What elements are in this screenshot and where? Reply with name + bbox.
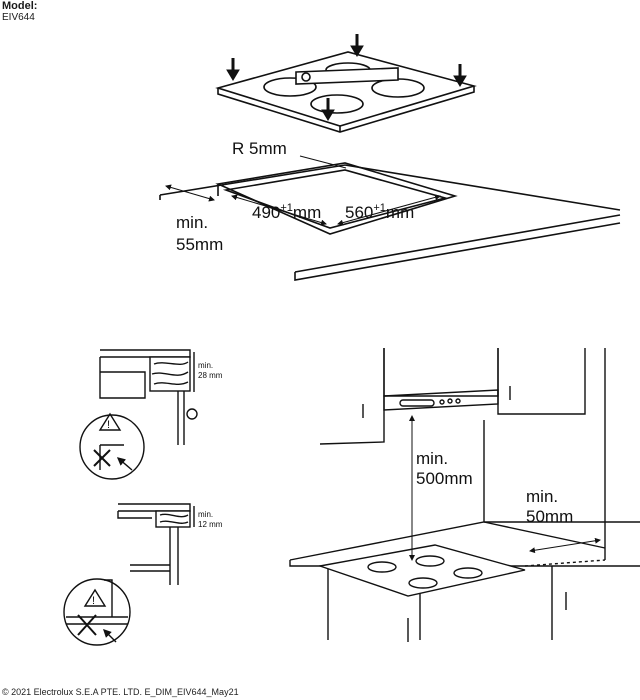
detail2-min-value: 12 mm (198, 520, 223, 529)
cutout-depth-tolerance: +1 (373, 202, 386, 214)
detail1-min-value: 28 mm (198, 371, 223, 380)
edge-min-value: 55mm (176, 235, 223, 254)
warning-circle-1: ! (79, 412, 145, 480)
wall-min-label: min. (526, 487, 558, 506)
svg-text:!: ! (107, 419, 110, 431)
side-detail-drawer (99, 349, 198, 445)
hood-min-value: 500mm (416, 469, 473, 488)
radius-label: R 5mm (232, 139, 287, 158)
hob-top-view (215, 51, 477, 133)
cutout-depth-value: 560 (345, 203, 373, 222)
side-detail-panel (117, 503, 195, 585)
model-value: EIV644 (2, 12, 35, 23)
cutout-width-tolerance: +1 (280, 202, 293, 214)
svg-text:560+1mm: 560+1mm (345, 202, 414, 222)
copyright-footer: © 2021 Electrolux S.E.A PTE. LTD. E_DIM_… (2, 687, 239, 697)
press-arrows (226, 34, 467, 121)
hood-min-label: min. (416, 449, 448, 468)
detail1-min-label: min. (198, 361, 213, 370)
wall-min-value: 50mm (526, 507, 573, 526)
kitchen-scene (289, 348, 640, 642)
detail2-min-label: min. (198, 510, 213, 519)
edge-min-label: min. (176, 213, 208, 232)
kitchen-dimension-lines (409, 415, 601, 561)
cutout-width-unit: mm (293, 203, 321, 222)
model-label: Model: (2, 0, 38, 12)
cutout-width-value: 490 (252, 203, 280, 222)
warning-circle-2: ! (63, 578, 131, 646)
cutout-depth-unit: mm (386, 203, 414, 222)
svg-text:490+1mm: 490+1mm (252, 202, 321, 222)
svg-text:!: ! (92, 595, 95, 607)
dimension-lines (165, 155, 441, 226)
